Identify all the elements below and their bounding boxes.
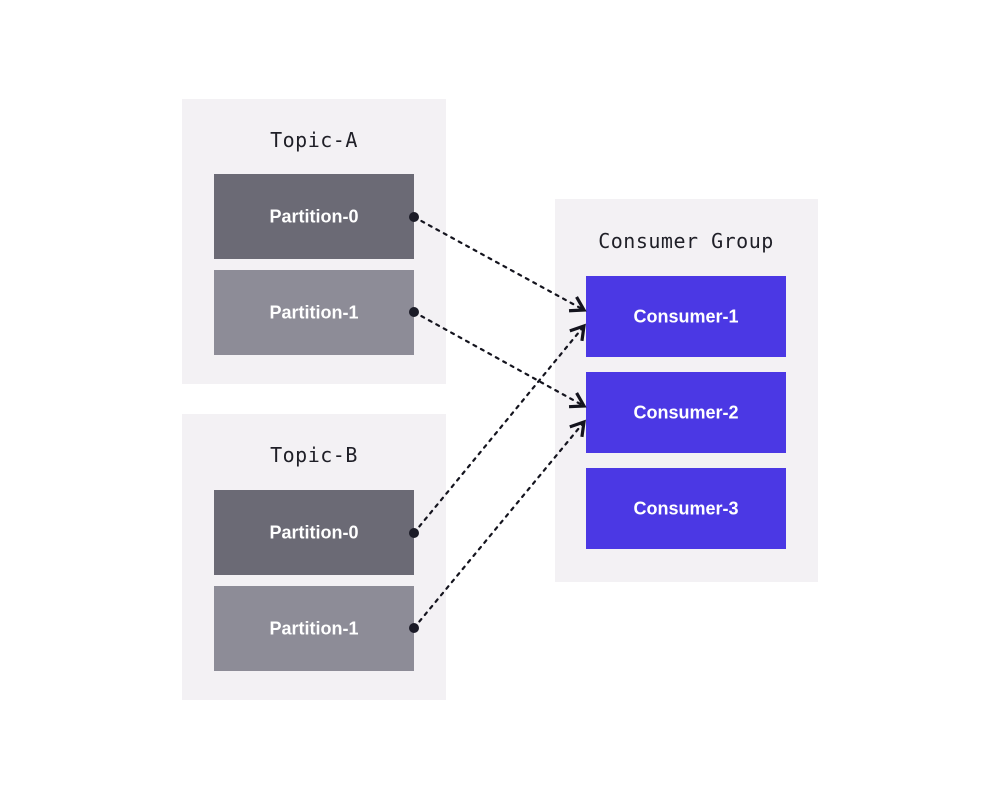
node-label-topic-a-partition-1: Partition-1 [269,302,358,322]
edge-source-dot-edge-a1-c2 [409,307,419,317]
edge-line-edge-a1-c2 [412,310,586,408]
edge-edge-b1-c2 [409,419,586,633]
node-consumer-3[interactable]: Consumer-3 [586,468,786,549]
node-box-consumer-2[interactable] [586,372,786,453]
node-label-topic-a-partition-0: Partition-0 [269,206,358,226]
node-topic-a-partition-0[interactable]: Partition-0 [214,174,414,259]
edge-line-edge-b0-c1 [412,324,586,535]
panel-consumer-group: Consumer GroupConsumer-1Consumer-2Consum… [555,199,818,582]
edge-arrowhead-edge-a1-c2 [568,392,587,409]
edge-arrowhead-edge-b1-c2 [569,419,586,438]
node-topic-b-partition-1[interactable]: Partition-1 [214,586,414,671]
edge-edge-b0-c1 [409,323,586,538]
node-box-topic-b-partition-1[interactable] [214,586,414,671]
edge-source-dot-edge-b1-c2 [409,623,419,633]
edge-source-dot-edge-b0-c1 [409,528,419,538]
panel-title-topic-a: Topic-A [270,128,358,152]
node-label-topic-b-partition-1: Partition-1 [269,618,358,638]
panels-layer: Topic-APartition-0Partition-1Topic-BPart… [182,99,818,700]
node-consumer-1[interactable]: Consumer-1 [586,276,786,357]
node-box-topic-a-partition-0[interactable] [214,174,414,259]
node-label-consumer-1: Consumer-1 [633,306,738,326]
edge-arrowhead-edge-a0-c1 [568,296,587,313]
node-consumer-2[interactable]: Consumer-2 [586,372,786,453]
node-topic-b-partition-0[interactable]: Partition-0 [214,490,414,575]
node-label-consumer-2: Consumer-2 [633,402,738,422]
edge-arrowhead-edge-b0-c1 [569,323,586,342]
edge-source-dot-edge-a0-c1 [409,212,419,222]
node-label-topic-b-partition-0: Partition-0 [269,522,358,542]
node-box-topic-a-partition-1[interactable] [214,270,414,355]
node-box-consumer-3[interactable] [586,468,786,549]
edge-edge-a0-c1 [409,212,587,313]
node-topic-a-partition-1[interactable]: Partition-1 [214,270,414,355]
edge-line-edge-a0-c1 [412,215,586,312]
edge-line-edge-b1-c2 [412,420,586,630]
panel-title-topic-b: Topic-B [270,443,358,467]
node-label-consumer-3: Consumer-3 [633,498,738,518]
node-box-topic-b-partition-0[interactable] [214,490,414,575]
panel-title-consumer-group: Consumer Group [598,229,774,253]
edges-layer [409,212,587,633]
edge-edge-a1-c2 [409,307,587,409]
node-box-consumer-1[interactable] [586,276,786,357]
